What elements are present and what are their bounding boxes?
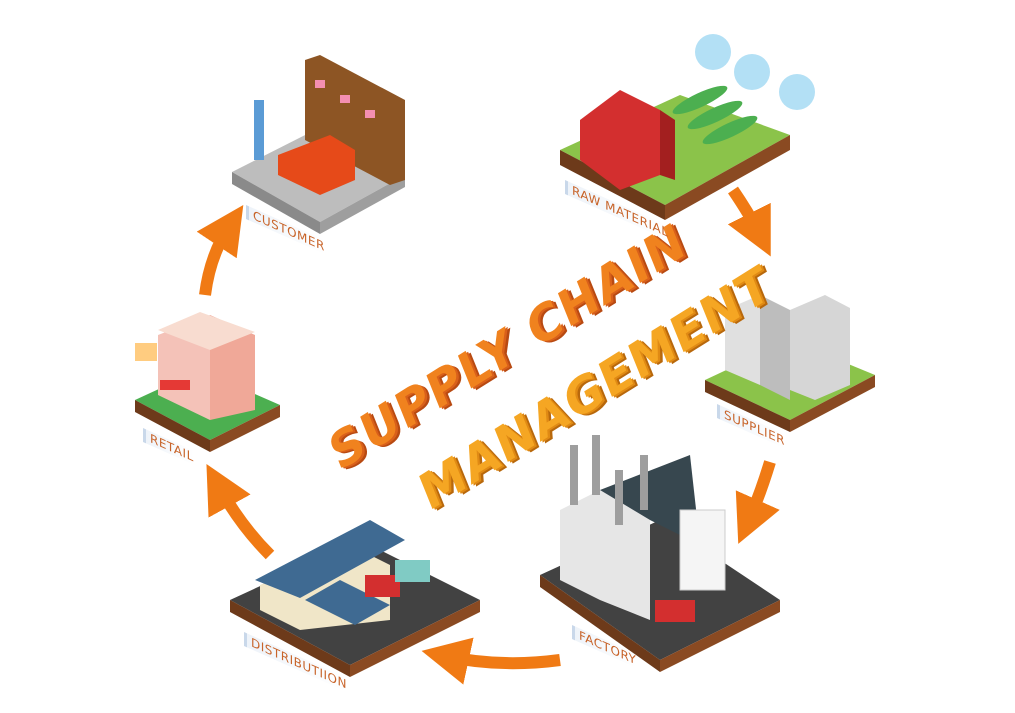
cow-icon <box>695 34 731 70</box>
factory-illustration <box>540 435 780 672</box>
raw-material-farm-illustration <box>560 34 815 220</box>
chicken-icon <box>734 54 770 90</box>
arrow-distribution-to-retail <box>206 463 275 560</box>
distribution-warehouse-illustration <box>230 520 480 677</box>
supplier-building-illustration <box>705 295 875 432</box>
arrow-factory-to-distribution <box>421 637 561 685</box>
flow-arrows <box>196 186 780 685</box>
goose-icon <box>779 74 815 110</box>
customer-store-illustration <box>232 55 405 234</box>
arrow-supplier-to-factory <box>735 460 780 544</box>
retail-store-illustration <box>135 312 280 452</box>
arrow-retail-to-customer <box>196 205 244 296</box>
arrow-raw-to-supplier <box>727 186 771 257</box>
